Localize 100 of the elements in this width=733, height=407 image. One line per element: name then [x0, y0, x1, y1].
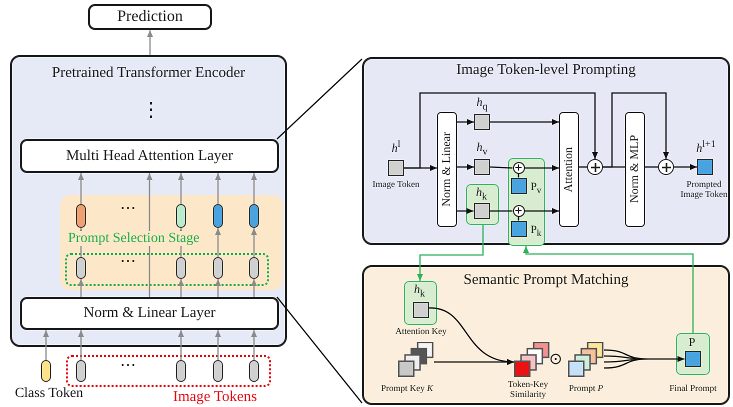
arrow	[215, 279, 221, 297]
token-capsule	[76, 257, 86, 279]
connector-line	[276, 58, 362, 140]
arrow	[603, 349, 686, 369]
ellipsis-dots: ⋯	[120, 358, 136, 374]
arrow	[147, 30, 153, 55]
caption-label: Attention Key	[394, 327, 448, 337]
caption-label: Image Token	[372, 180, 420, 190]
panel-title: Pretrained Transformer Encoder	[50, 65, 246, 82]
node-label: Image Tokens	[172, 389, 258, 406]
similarity-stack	[514, 342, 550, 378]
token-capsule	[176, 360, 186, 382]
arrow	[674, 164, 697, 170]
prompt-square	[510, 178, 526, 194]
arrow	[251, 279, 257, 297]
math-label: P	[688, 336, 696, 350]
highlight-box	[466, 184, 499, 225]
plus-circle	[512, 162, 524, 174]
token-square	[474, 159, 490, 175]
selection-frame	[65, 253, 269, 286]
token-square	[412, 302, 428, 318]
layer-bar	[625, 112, 645, 227]
token-capsule	[176, 204, 186, 228]
dot-product-symbol: ⊙	[549, 352, 562, 368]
math-label: P$_{k}$	[530, 224, 542, 238]
token-group-frame	[66, 355, 271, 387]
arrow	[215, 228, 221, 257]
token-square	[388, 160, 404, 176]
ellipsis-dots: ⋮	[141, 100, 161, 120]
connector-line	[645, 166, 658, 168]
connector-line	[490, 210, 512, 212]
detail-panel	[362, 265, 730, 405]
arrow	[215, 330, 221, 360]
arrow	[457, 208, 474, 214]
math-label: h$_{v}$	[476, 141, 488, 158]
token-capsule	[249, 204, 259, 228]
arrow	[178, 173, 184, 204]
arrow	[603, 92, 669, 168]
prompt-square	[697, 159, 713, 175]
arrow	[251, 173, 257, 204]
caption-label: Prompted Image Token	[680, 180, 728, 200]
key-stack	[398, 342, 434, 378]
highlight-box	[676, 333, 710, 375]
caption-label: Token-Key Similarity	[506, 380, 550, 400]
connector-line	[490, 166, 513, 169]
plus-circle	[587, 159, 603, 175]
arrow	[523, 246, 694, 333]
arrow	[215, 173, 221, 204]
node-label: Norm & Linear Layer	[83, 305, 216, 322]
layer-box	[20, 139, 279, 173]
token-capsule	[249, 257, 259, 279]
plus-circle	[512, 204, 524, 216]
panel-title: Image Token-level Prompting	[455, 62, 637, 78]
layer-label: Norm & MLP	[628, 135, 642, 204]
math-label: h$_{q}$	[476, 96, 488, 112]
plus-circle	[658, 159, 674, 175]
node-label: Prediction	[117, 8, 183, 26]
arrow	[178, 228, 184, 257]
arrow	[43, 330, 49, 360]
arrow	[457, 164, 474, 170]
connector-line	[276, 296, 362, 404]
highlight-box	[508, 158, 545, 246]
token-capsule	[213, 360, 223, 382]
arrow	[457, 119, 474, 125]
arrow	[178, 330, 184, 360]
node-label: Multi Head Attention Layer	[66, 148, 234, 164]
prompt-stack	[568, 342, 604, 378]
arrow	[417, 225, 484, 281]
node-label: Prompt Selection Stage	[66, 231, 202, 246]
caption-label: Prompt P	[568, 384, 604, 394]
panel-title: Semantic Prompt Matching	[462, 272, 630, 288]
connector-line	[518, 216, 520, 220]
arrow	[178, 279, 184, 297]
token-capsule	[41, 360, 51, 382]
layer-label: Norm & Linear	[440, 132, 454, 207]
arrow	[490, 119, 559, 125]
caption-label: Final Prompt	[668, 384, 718, 394]
prompt-band	[60, 195, 283, 290]
arrow	[146, 173, 152, 297]
token-square	[474, 202, 490, 218]
math-label: h$_{k}$	[413, 283, 426, 300]
prompt-square	[684, 350, 700, 366]
token-capsule	[213, 204, 223, 228]
token-capsule	[249, 360, 259, 382]
token-square	[474, 114, 490, 130]
ellipsis-dots: ⋯	[120, 201, 136, 217]
detail-panel	[362, 57, 730, 245]
arrow	[78, 228, 84, 257]
token-capsule	[176, 257, 186, 279]
layer-bar	[437, 112, 457, 227]
ellipsis-dots: ⋯	[120, 254, 136, 270]
connector-line	[579, 166, 587, 168]
prompt-square	[510, 220, 526, 236]
caption-label: Prompt Key K	[380, 384, 434, 394]
arrow	[251, 330, 257, 360]
arrow	[434, 359, 514, 365]
layer-label: Attention	[562, 146, 576, 192]
arrow	[404, 92, 598, 169]
arrow	[78, 330, 84, 360]
math-label: h$^{l+1}$	[695, 139, 717, 156]
